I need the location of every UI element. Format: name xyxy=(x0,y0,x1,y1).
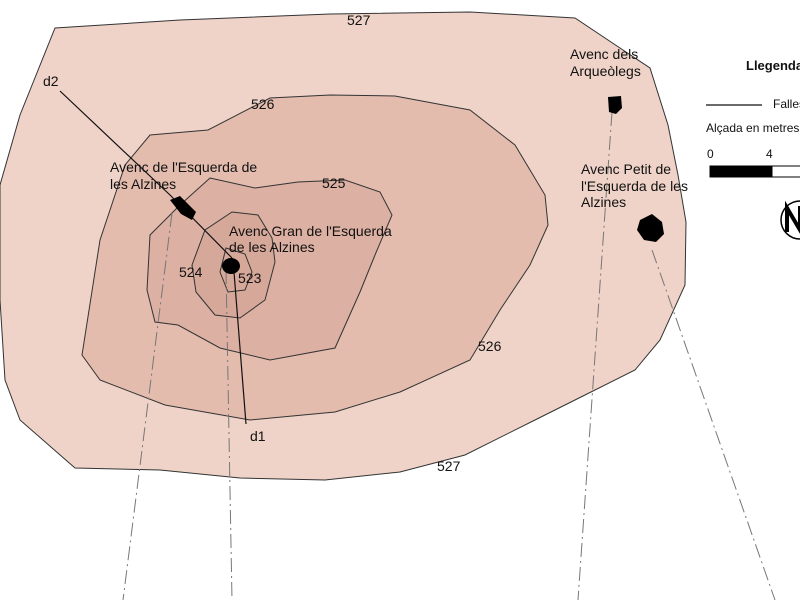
fault-line-d2 xyxy=(59,90,233,259)
cave-label-esquerda-2: les Alzines xyxy=(110,176,176,192)
legend-title: Llegenda xyxy=(746,58,800,73)
cave-label-petit-3: Alzines xyxy=(581,194,626,210)
cave-label-esquerda-1: Avenc de l'Esquerda de xyxy=(110,159,257,175)
contour-label-526-right: 526 xyxy=(478,338,502,354)
scale-label-0: 0 xyxy=(707,147,714,161)
cave-petit-icon xyxy=(637,214,664,242)
contour-label-524: 524 xyxy=(179,264,203,280)
legend-height-label: Alçada en metres xyxy=(706,121,799,135)
cave-label-petit-2: l'Esquerda de les xyxy=(581,178,688,194)
cave-label-petit-1: Avenc Petit de xyxy=(581,161,671,177)
cave-label-arqueolegs-1: Avenc dels xyxy=(570,46,638,62)
contour-label-526-top: 526 xyxy=(251,96,275,112)
contour-label-523: 523 xyxy=(238,270,262,286)
contour-label-527-top: 527 xyxy=(347,12,371,28)
projection-line-4 xyxy=(651,249,776,600)
legend: Llegenda Falles Alçada en metres 0 4 xyxy=(706,58,800,240)
fault-label-d1: d1 xyxy=(250,428,266,444)
scale-bar-white xyxy=(771,165,800,178)
fault-label-d2: d2 xyxy=(43,73,59,89)
north-arrow-icon xyxy=(780,200,800,240)
contour-label-525: 525 xyxy=(322,175,346,191)
cave-arqueolegs-icon xyxy=(608,96,622,114)
legend-fault-label: Falles xyxy=(773,97,800,111)
projection-line-2 xyxy=(225,269,233,600)
scale-bar-black xyxy=(709,165,773,178)
cave-label-arqueolegs-2: Arqueòlegs xyxy=(570,63,641,79)
cave-esquerda-icon xyxy=(170,196,196,220)
projection-line-3 xyxy=(577,111,613,600)
scale-label-4: 4 xyxy=(766,147,773,161)
cave-label-gran-2: de les Alzines xyxy=(229,239,315,255)
cave-gran-icon xyxy=(222,258,240,274)
projection-line-1 xyxy=(122,212,173,600)
cave-label-gran-1: Avenc Gran de l'Esquerda xyxy=(229,223,392,239)
contour-label-527-bottom: 527 xyxy=(437,458,461,474)
